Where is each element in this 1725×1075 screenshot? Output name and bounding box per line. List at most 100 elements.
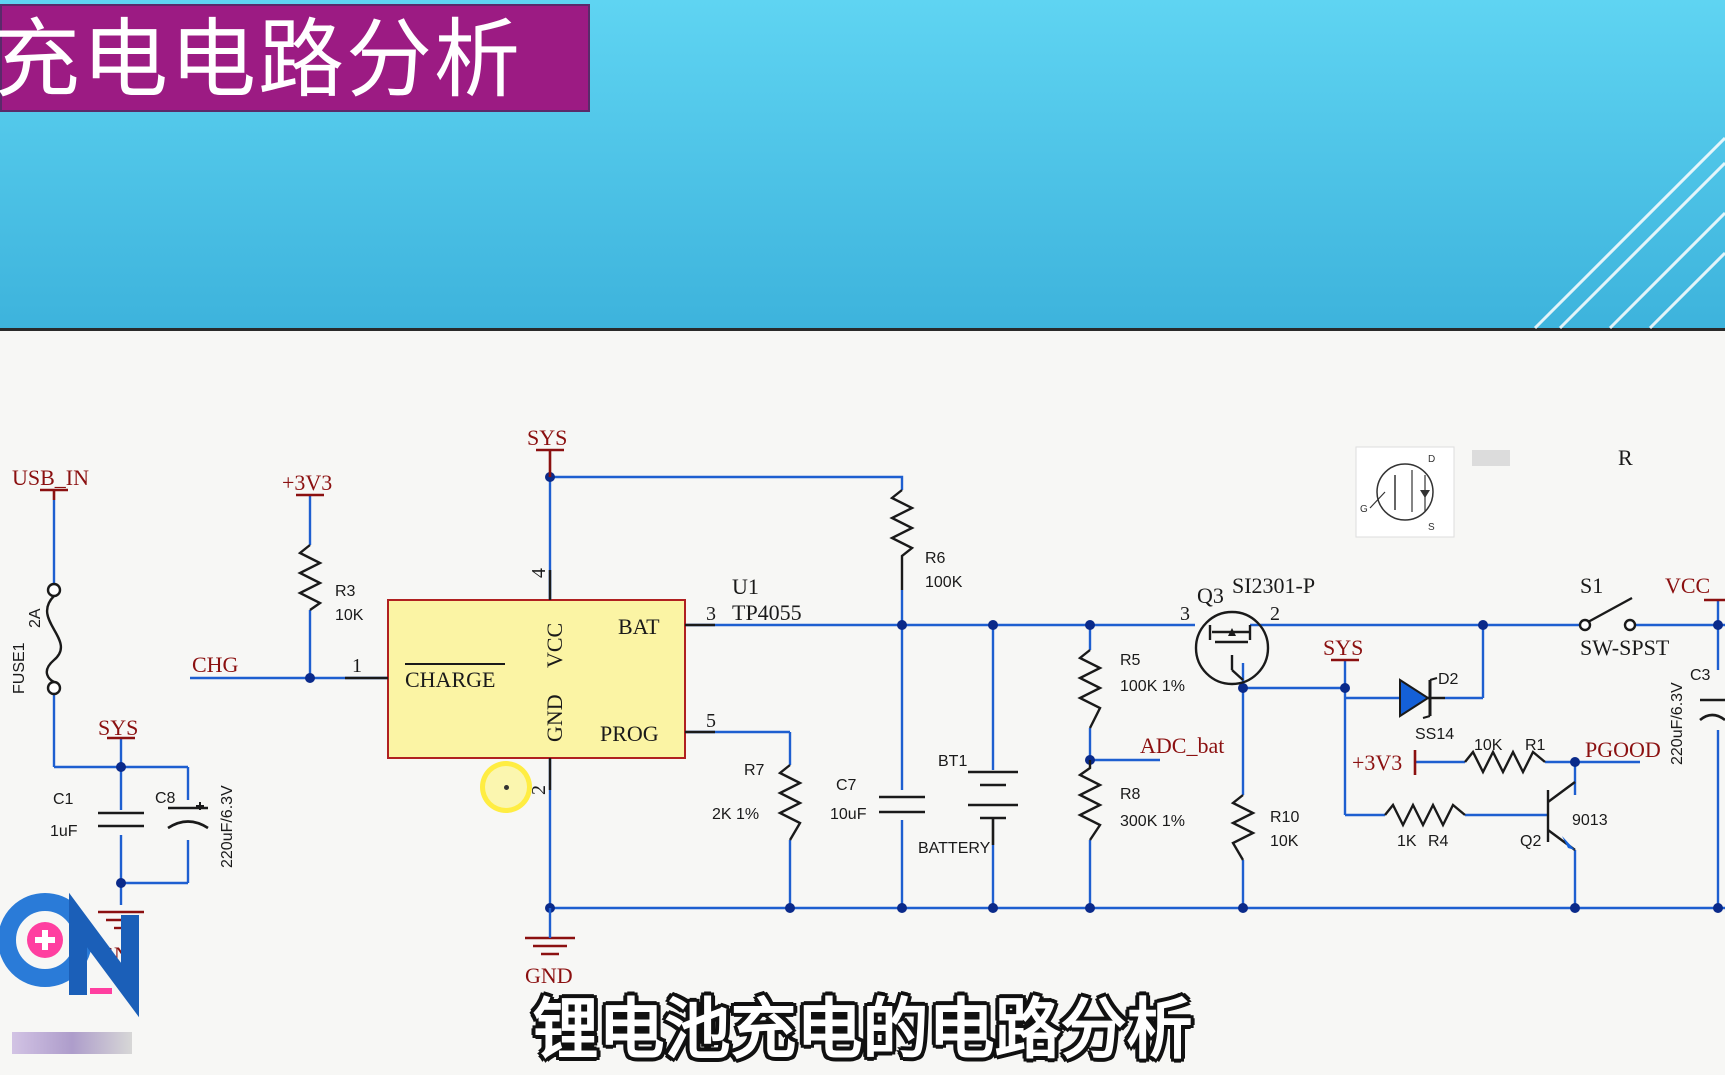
inset-d: D <box>1428 454 1435 465</box>
switch-s1-symbol <box>1578 596 1637 632</box>
r5-val: 100K 1% <box>1120 678 1185 695</box>
d2-val: SS14 <box>1415 726 1454 743</box>
component-labels: FUSE1 2A R3 10K C1 1uF C8 220uF/6.3V R6 … <box>11 550 1711 868</box>
r5-ref: R5 <box>1120 652 1141 669</box>
r6-symbol <box>889 489 915 590</box>
q2-val: 9013 <box>1572 812 1608 829</box>
r1-ref: R1 <box>1525 737 1546 754</box>
ground-symbols <box>98 908 575 956</box>
r7-val: 2K 1% <box>712 806 759 823</box>
bt1-val: BATTERY <box>918 840 991 857</box>
ic-pin-num-bat: 3 <box>706 603 716 625</box>
ic-pin-gnd: GND <box>542 694 567 742</box>
r4-ref: R4 <box>1428 833 1449 850</box>
net-sys-right: SYS <box>1323 635 1363 660</box>
r10-val: 10K <box>1270 833 1299 850</box>
header-stripes <box>1533 136 1725 330</box>
q3-pin3: 3 <box>1180 603 1190 625</box>
q3-val: SI2301-P <box>1232 573 1315 598</box>
net-sys-left: SYS <box>98 715 138 740</box>
c8-val: 220uF/6.3V <box>219 785 236 868</box>
r1-val: 10K <box>1474 737 1503 754</box>
net-usb-in: USB_IN <box>12 465 89 490</box>
s1-ref: S1 <box>1580 573 1603 598</box>
header-divider <box>0 328 1725 331</box>
ic-pin-prog: PROG <box>600 721 659 746</box>
c7-val: 10uF <box>830 806 867 823</box>
ic-part: TP4055 <box>732 600 802 625</box>
mosfet-q3-symbol <box>1194 610 1270 686</box>
net-3v3-a: +3V3 <box>282 470 332 495</box>
mosfet-inset-image <box>1355 446 1510 538</box>
ic-pin-num-vcc: 4 <box>528 568 550 578</box>
net-pgood: PGOOD <box>1585 737 1661 762</box>
fuse-ref: FUSE1 <box>11 642 28 694</box>
ic-pin-num-gnd: 2 <box>528 785 550 795</box>
r7-ref: R7 <box>744 762 765 779</box>
ic-pin-num-charge: 1 <box>352 655 362 677</box>
r3-symbol <box>297 544 323 611</box>
power-ports <box>40 448 1725 775</box>
r3-ref: R3 <box>335 583 356 600</box>
r5-symbol <box>1077 649 1103 729</box>
q3-pin2: 2 <box>1270 603 1280 625</box>
r8-val: 300K 1% <box>1120 813 1185 830</box>
ic-u1-body <box>387 599 686 759</box>
q2-ref: Q2 <box>1520 833 1541 850</box>
r10-ref: R10 <box>1270 809 1299 826</box>
net-adc-bat: ADC_bat <box>1140 733 1224 758</box>
s1-val: SW-SPST <box>1580 635 1670 660</box>
junctions <box>116 472 1723 913</box>
net-gnd-center: GND <box>525 963 573 988</box>
c1-ref: C1 <box>53 791 74 808</box>
c8-ref: C8 <box>155 790 176 807</box>
stray-r-label: R <box>1618 445 1633 470</box>
c3-val: 220uF/6.3V <box>1669 682 1686 765</box>
mosfet-inset-labels: D G S <box>1360 454 1435 533</box>
ic-pin-bat: BAT <box>618 614 660 639</box>
net-labels: USB_IN +3V3 SYS SYS CHG GN GND ADC_bat S… <box>12 425 1710 988</box>
ic-designator: U1 <box>732 574 759 599</box>
r8-symbol <box>1077 760 1103 841</box>
battery-symbol <box>968 770 1018 845</box>
transistor-arrow <box>1562 836 1575 850</box>
diode-d2-symbol <box>1399 677 1445 719</box>
wires <box>52 475 1725 910</box>
q3-ref: Q3 <box>1197 583 1224 608</box>
mosfet-arrow <box>1228 628 1236 636</box>
ic-pin-charge: CHARGE <box>405 667 495 692</box>
ic-labels: U1 TP4055 BAT CHARGE PROG VCC GND 3 1 5 … <box>352 568 802 795</box>
fuse-val: 2A <box>27 608 44 628</box>
r4-symbol <box>1384 802 1466 828</box>
r4-val: 1K <box>1397 833 1417 850</box>
ic-pin-vcc: VCC <box>542 623 567 668</box>
r3-val: 10K <box>335 607 364 624</box>
q3-s1-labels: Q3 SI2301-P 3 2 S1 SW-SPST R <box>1180 445 1670 660</box>
cap-plus-marks <box>196 802 204 810</box>
r10-symbol <box>1230 794 1256 861</box>
ic-pin-num-prog: 5 <box>706 710 716 732</box>
net-3v3-b: +3V3 <box>1352 750 1402 775</box>
on-logo-icon <box>0 892 139 1018</box>
bt1-ref: BT1 <box>938 753 967 770</box>
resistors <box>297 489 1546 861</box>
transistor-q2-symbol <box>1546 781 1576 851</box>
c7-ref: C7 <box>836 777 857 794</box>
capacitors <box>98 698 1725 830</box>
ic-pin-stubs <box>345 570 715 790</box>
r6-val: 100K <box>925 574 963 591</box>
cursor-dot <box>504 785 509 790</box>
video-subtitle: 锂电池充电的电路分析 <box>532 991 1193 1068</box>
net-chg: CHG <box>192 652 239 677</box>
logo-caption <box>12 1032 132 1054</box>
title-banner: 充电电路分析 <box>0 4 590 112</box>
d2-ref: D2 <box>1438 671 1459 688</box>
inset-s: S <box>1428 522 1435 533</box>
net-sys-top: SYS <box>527 425 567 450</box>
r7-symbol <box>777 764 803 841</box>
r8-ref: R8 <box>1120 786 1141 803</box>
r6-ref: R6 <box>925 550 946 567</box>
r1-symbol <box>1464 749 1546 775</box>
fuse-symbol <box>45 582 63 696</box>
